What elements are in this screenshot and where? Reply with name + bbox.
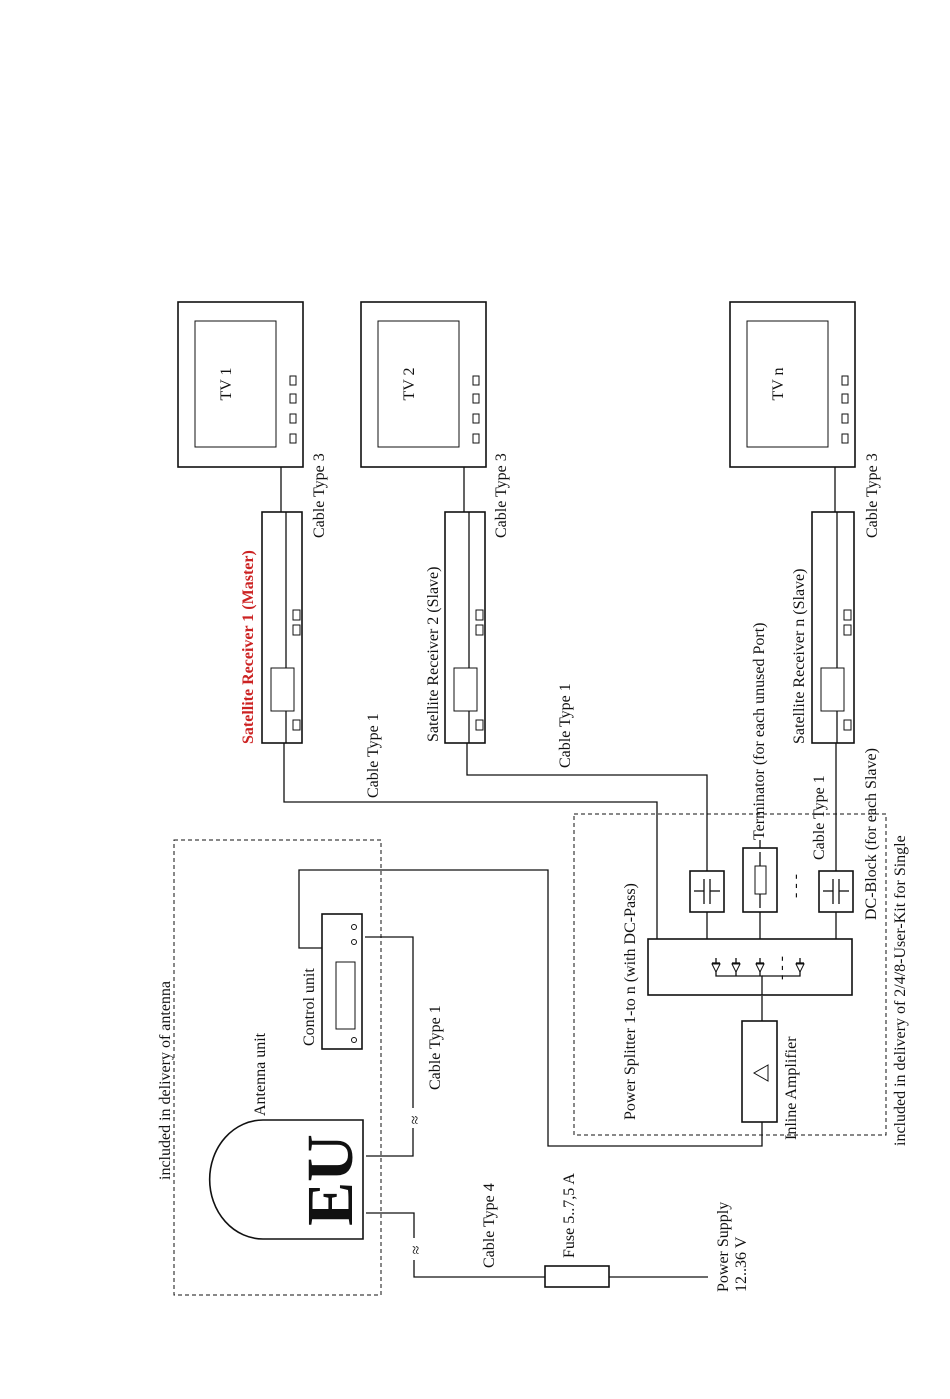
cable-type-3-1-label: Cable Type 3 xyxy=(311,453,328,538)
dc-ellipsis: - - - xyxy=(787,874,804,898)
tv-1 xyxy=(177,301,304,468)
power-supply-voltage-label: 12..36 V xyxy=(733,1236,750,1292)
inline-amplifier-label: Inline Amplifier xyxy=(783,1036,800,1140)
cable-type-4-label: Cable Type 4 xyxy=(481,1183,498,1268)
break-mark-cable-1: ≈ xyxy=(407,1115,424,1124)
antenna-unit-label: Antenna unit xyxy=(252,1032,269,1116)
wires xyxy=(280,467,837,1278)
splitter-ellipsis: - - - xyxy=(773,956,790,980)
inline-amplifier xyxy=(741,1020,778,1123)
control-unit-label: Control unit xyxy=(301,968,318,1046)
terminator xyxy=(742,847,778,913)
terminator-label: Terminator (for each unused Port) xyxy=(751,623,768,840)
included-kit-label: included in delivery of 2/4/8-User-Kit f… xyxy=(892,835,909,1146)
receiver-2 xyxy=(444,511,486,744)
antenna-delivery-boundary xyxy=(173,839,382,1296)
break-mark-cable-4: ≈ xyxy=(408,1245,425,1254)
included-antenna-label: included in delivery of antenna xyxy=(157,981,174,1180)
tv-2 xyxy=(360,301,487,468)
receiver-1 xyxy=(261,511,303,744)
power-supply-label: Power Supply xyxy=(715,1202,732,1292)
cable-type-1-control-label: Cable Type 1 xyxy=(427,1005,444,1090)
tv-1-label: TV 1 xyxy=(218,367,235,400)
cable-type-1-slave-n-label: Cable Type 1 xyxy=(811,775,828,860)
power-splitter xyxy=(647,938,853,996)
receiver-n xyxy=(811,511,855,744)
dc-block-2 xyxy=(689,870,725,913)
cable-type-1-r1-label: Cable Type 1 xyxy=(365,713,382,798)
power-splitter-label: Power Splitter 1-to n (with DC-Pass) xyxy=(622,883,639,1120)
cable-type-3-2-label: Cable Type 3 xyxy=(493,453,510,538)
antenna-unit: EU xyxy=(208,1119,367,1240)
fuse xyxy=(544,1265,610,1288)
dc-block-n xyxy=(818,870,854,913)
tv-n xyxy=(729,301,856,468)
kit-delivery-boundary xyxy=(573,813,887,1136)
receiver-2-label: Satellite Receiver 2 (Slave) xyxy=(425,567,442,742)
cable-type-3-n-label: Cable Type 3 xyxy=(864,453,881,538)
dc-block-label: DC-Block (for each Slave) xyxy=(863,748,880,920)
control-unit xyxy=(321,913,363,1050)
receiver-n-label: Satellite Receiver n (Slave) xyxy=(791,569,808,744)
fuse-label: Fuse 5..7,5 A xyxy=(561,1173,578,1258)
receiver-1-label: Satellite Receiver 1 (Master) xyxy=(240,550,257,744)
eu-label: EU xyxy=(294,1134,367,1226)
tv-n-label: TV n xyxy=(770,367,787,400)
tv-2-label: TV 2 xyxy=(401,367,418,400)
cable-type-1-r2-label: Cable Type 1 xyxy=(557,683,574,768)
